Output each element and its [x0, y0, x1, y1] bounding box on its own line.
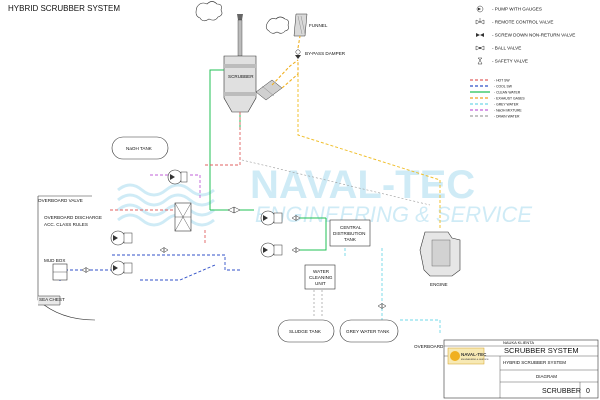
title-block: NAVAL-TEC ENGINEERING & SERVICE NAUKA KL… — [443, 339, 599, 399]
legend-symbol-label: - SAFETY VALVE — [492, 59, 528, 64]
valves[interactable] — [81, 206, 387, 309]
safety-valve-icon — [477, 57, 483, 65]
legend-symbol-label: - REMOTE CONTROL VALVE — [492, 20, 553, 25]
remote-control-valve-icon — [475, 18, 485, 25]
seawater-pump-lower[interactable] — [110, 260, 133, 276]
central-distribution-tank: CENTRAL DISTRIBUTION TANK — [329, 219, 371, 247]
company-logo-icon: NAVAL-TEC ENGINEERING & SERVICE — [447, 347, 489, 365]
client-name: NAUKA KLIENTA — [503, 340, 534, 345]
by-pass-damper[interactable]: BY-PASS DAMPER — [295, 49, 346, 59]
watermark-subtitle: ENGINEERING & SERVICE — [255, 202, 532, 227]
smoke-cloud-icon — [195, 1, 289, 34]
sea-chest-label: SEA CHEST — [39, 297, 65, 302]
ball-valve-icon — [81, 267, 91, 273]
scrubber-unit: SCRUBBER — [223, 55, 283, 113]
naoh-tank-label: NaOH TANK — [126, 146, 153, 151]
ball-valve-icon — [377, 303, 387, 309]
legend-line-label: - HOT SW — [494, 79, 510, 83]
sludge-tank: SLUDGE TANK — [277, 319, 335, 343]
engine-exhaust-line — [297, 74, 441, 228]
naoh-pump[interactable] — [167, 169, 188, 185]
funnel: FUNNEL — [293, 13, 328, 37]
legend-line-label: - DRAIN WATER — [494, 115, 520, 119]
drawing-name: SCRUBBER — [542, 388, 581, 395]
legend-symbol-label: - PUMP WITH GAUGES — [492, 7, 542, 12]
overboard-label: OVERBOARD — [414, 344, 444, 349]
overboard-valve-label: OVERBOARD VALVE — [38, 198, 83, 203]
logo-text: NAVAL-TEC — [461, 352, 487, 357]
drain-water-line — [313, 286, 323, 318]
ball-valve-icon — [227, 206, 241, 214]
funnel-label: FUNNEL — [309, 23, 328, 28]
ball-valve-icon — [159, 247, 169, 253]
legend-line-label: - CLEAN WATER — [494, 91, 521, 95]
title-block-subtitle-1: HYBRID SCRUBBER SYSTEM — [503, 360, 566, 365]
water-cleaning-unit: WATER CLEANING UNIT — [304, 264, 336, 290]
scrubber-chimney — [237, 14, 243, 57]
naoh-tank: NaOH TANK — [111, 136, 169, 160]
exhaust-gas-line — [271, 35, 301, 89]
legend-symbol-label: - BALL VALVE — [492, 46, 521, 51]
scrubber-label: SCRUBBER — [228, 74, 254, 79]
central-tank-label-3: TANK — [344, 237, 357, 242]
central-tank-label-2: DISTRIBUTION — [333, 231, 365, 236]
watermark-title: NAVAL-TEC — [250, 163, 475, 207]
ball-valve-icon — [475, 45, 485, 51]
legend: - PUMP WITH GAUGES - REMOTE CONTROL VALVE… — [470, 5, 575, 119]
sludge-tank-label: SLUDGE TANK — [289, 329, 322, 334]
legend-line-label: - NaOH MIXTURE — [494, 109, 522, 113]
legend-line-label: - COOL SW — [494, 85, 513, 89]
logo-subtext: ENGINEERING & SERVICE — [461, 359, 489, 361]
drain-line — [241, 159, 431, 206]
overboard-discharge-label-2: ACC. CLASS RULES — [44, 222, 88, 227]
overboard-discharge-label-1: OVERBOARD DISCHARGE — [44, 215, 102, 220]
hot-sw-line — [110, 112, 241, 245]
water-unit-label-1: WATER — [313, 269, 330, 274]
ball-valve-icon — [291, 247, 301, 253]
legend-line-label: - EXHAUST GASES — [494, 97, 525, 101]
grey-water-tank-label: GREY WATER TANK — [346, 329, 390, 334]
revision-number: 0 — [586, 388, 590, 395]
pump-with-gauges-icon — [476, 5, 484, 13]
watermark: NAVAL-TEC ENGINEERING & SERVICE — [117, 163, 532, 227]
engine: ENGINE — [419, 231, 461, 287]
mud-box: MUD BOX — [44, 258, 68, 281]
water-unit-label-2: CLEANING — [309, 275, 333, 280]
seawater-pump-upper[interactable] — [110, 230, 133, 246]
water-unit-label-3: UNIT — [315, 281, 326, 286]
title-block-subtitle-2: DIAGRAM — [536, 374, 557, 379]
title-block-header: SCRUBBER SYSTEM — [504, 346, 579, 355]
mud-box-label: MUD BOX — [44, 258, 65, 263]
screw-down-non-return-valve-icon — [476, 33, 484, 37]
by-pass-damper-label: BY-PASS DAMPER — [305, 51, 346, 56]
diagram-title: HYBRID SCRUBBER SYSTEM — [8, 4, 120, 13]
heat-exchanger — [174, 202, 192, 232]
sea-chest: SEA CHEST — [38, 295, 65, 306]
grey-water-tank: GREY WATER TANK — [339, 319, 399, 343]
legend-line-label: - GREY WATER — [494, 103, 519, 107]
circulation-pump-upper[interactable] — [260, 210, 283, 226]
circulation-pump-lower[interactable] — [260, 242, 283, 258]
ball-valve-icon — [291, 215, 301, 221]
legend-symbol-label: - SCREW DOWN NON-RETURN VALVE — [492, 33, 575, 38]
central-tank-label-1: CENTRAL — [340, 225, 362, 230]
engine-label: ENGINE — [430, 282, 448, 287]
